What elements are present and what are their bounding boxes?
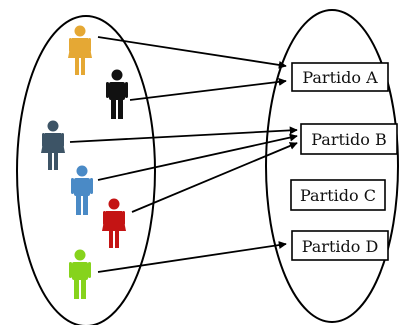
party-label-partido-b: Partido B (311, 130, 387, 149)
people-set-ellipse (16, 15, 156, 325)
man-blue-icon (71, 165, 93, 215)
party-box-partido-c: Partido C (290, 179, 386, 211)
arrow-man-blue-to-partido-b (97, 133, 298, 181)
party-label-partido-a: Partido A (302, 68, 378, 87)
party-box-partido-d: Partido D (291, 230, 389, 261)
arrow-man-black-to-partido-a (129, 77, 287, 101)
parties-set-ellipse (265, 9, 399, 323)
woman-red-icon (102, 198, 126, 248)
arrow-man-green-to-partido-d (97, 241, 287, 273)
party-label-partido-c: Partido C (300, 186, 376, 205)
arrow-woman-slate-to-partido-b (69, 126, 298, 143)
party-box-partido-b: Partido B (300, 123, 398, 155)
man-green-icon (69, 249, 91, 299)
man-black-icon (106, 69, 128, 119)
arrows-layer (69, 36, 298, 273)
party-label-partido-d: Partido D (302, 237, 379, 256)
woman-yellow-icon (68, 25, 92, 75)
arrow-woman-red-to-partido-b (131, 142, 298, 213)
party-box-partido-a: Partido A (291, 62, 389, 92)
arrow-woman-yellow-to-partido-a (97, 36, 287, 69)
woman-slate-icon (41, 120, 65, 170)
